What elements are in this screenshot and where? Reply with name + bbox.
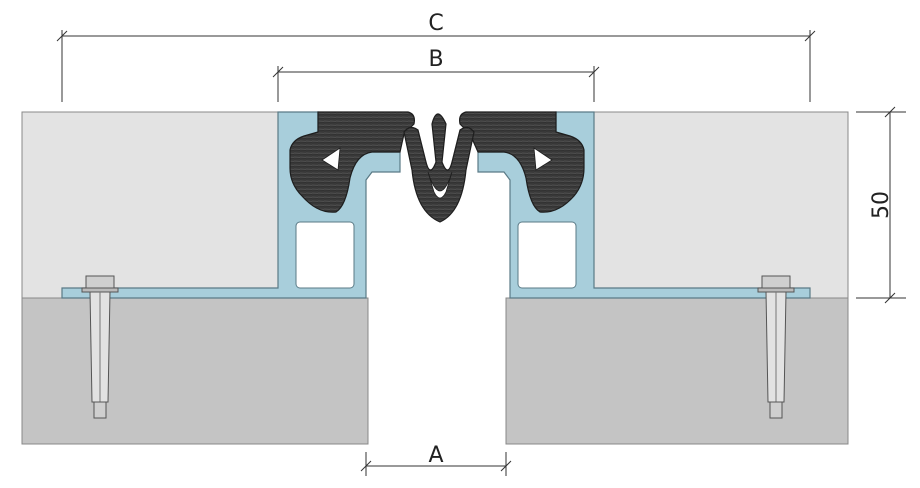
dimension-b bbox=[272, 66, 600, 102]
concrete-base-left bbox=[21, 297, 369, 445]
anchor-bolt-right bbox=[757, 275, 795, 419]
profile-left-chamber bbox=[295, 221, 355, 289]
dimension-height-label: 50 bbox=[869, 191, 894, 219]
rubber-insert-left bbox=[289, 111, 415, 213]
dimension-b-label: B bbox=[428, 47, 443, 72]
screed-right bbox=[593, 111, 849, 299]
concrete-base-right bbox=[505, 297, 849, 445]
screed-left bbox=[21, 111, 279, 299]
dimension-c-label: C bbox=[428, 11, 443, 36]
rubber-void-left bbox=[321, 147, 341, 171]
dimension-c bbox=[56, 30, 816, 102]
anchor-bolt-left bbox=[81, 275, 119, 419]
profile-right-chamber bbox=[517, 221, 577, 289]
rubber-void-right bbox=[533, 147, 553, 171]
dimension-a-label: A bbox=[428, 443, 443, 468]
rubber-insert-right bbox=[459, 111, 585, 213]
dimension-height bbox=[856, 106, 906, 304]
dimension-a bbox=[360, 452, 512, 476]
rubber-seal-inner bbox=[427, 171, 453, 199]
rubber-seal-center bbox=[403, 113, 475, 223]
